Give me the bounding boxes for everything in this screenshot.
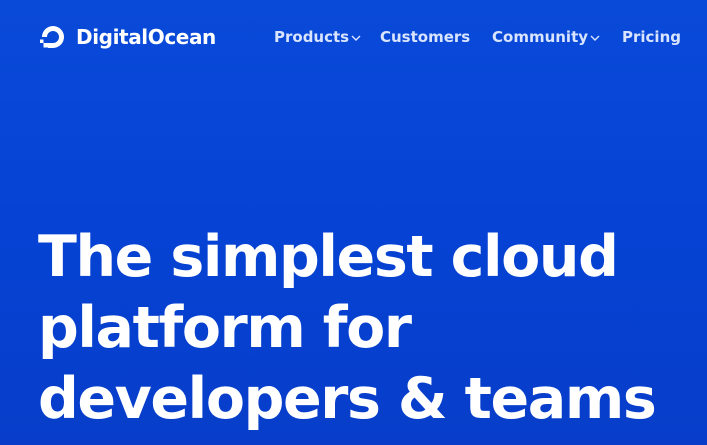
nav-item-pricing[interactable]: Pricing [622,28,682,46]
top-navigation: DigitalOcean Products Customers Communit… [0,0,707,76]
chevron-down-icon [590,35,600,41]
nav-item-label: Customers [380,28,471,46]
brand-name: DigitalOcean [76,25,216,49]
nav-item-label: Pricing [622,28,681,46]
primary-nav: Products Customers Community Pricing [274,28,682,46]
nav-item-label: Products [274,28,350,46]
nav-item-label: Community [492,28,589,46]
hero-headline-line: The simplest cloud [38,224,619,290]
brand-logo-link[interactable]: DigitalOcean [38,22,216,52]
nav-item-customers[interactable]: Customers [380,28,492,46]
digitalocean-logo-icon [40,26,64,48]
chevron-down-icon [351,35,361,41]
nav-item-products[interactable]: Products [274,28,380,46]
hero-headline-line: developers & teams [38,366,657,432]
hero-headline-line: platform for [38,295,412,361]
nav-item-community[interactable]: Community [492,28,622,46]
hero-headline: The simplest cloud platform for develope… [38,222,657,435]
